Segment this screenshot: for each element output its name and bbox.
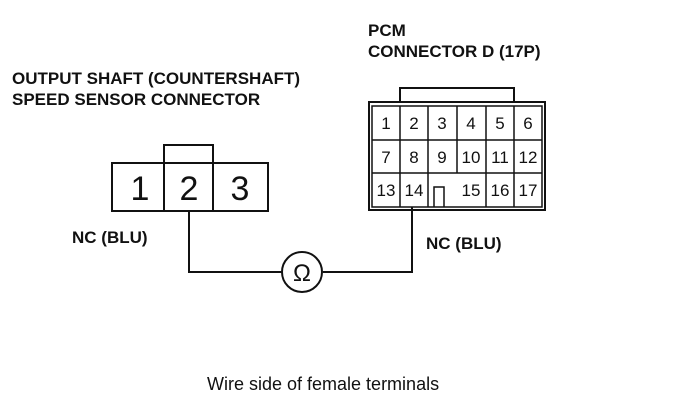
sensor-connector-lock-tab	[163, 144, 214, 164]
sensor-wire-label: NC (BLU)	[72, 228, 148, 247]
pcm-connector-body	[368, 101, 546, 211]
pcm-pin-2: 2	[409, 114, 418, 133]
pcm-pin-11: 11	[491, 148, 509, 167]
test-lead-wires	[188, 207, 413, 293]
pcm-pin-13: 13	[377, 181, 396, 200]
pcm-pin-9: 9	[437, 148, 446, 167]
sensor-pin-3: 3	[231, 170, 250, 208]
pcm-pin-17: 17	[519, 181, 538, 200]
pcm-pin-5: 5	[495, 114, 504, 133]
ohmmeter-symbol: Ω	[293, 260, 311, 287]
pcm-wire-label: NC (BLU)	[426, 234, 502, 253]
pcm-pin-1: 1	[381, 114, 390, 133]
pcm-pin-6: 6	[523, 114, 532, 133]
pcm-connector-lock-tab	[399, 87, 515, 103]
pcm-pin-15: 15	[462, 181, 481, 200]
ohmmeter-icon	[281, 251, 323, 293]
pcm-side-lead	[323, 207, 413, 273]
sensor-title-line2: SPEED SENSOR CONNECTOR	[12, 90, 260, 109]
pcm-pin-3: 3	[437, 114, 446, 133]
pcm-pin-7: 7	[381, 148, 390, 167]
sensor-pin-1: 1	[131, 170, 150, 208]
sensor-pin-2: 2	[180, 170, 199, 208]
pcm-title-line1: PCM	[368, 21, 406, 40]
pcm-pin-12: 12	[519, 148, 538, 167]
pcm-pin-10: 10	[462, 148, 481, 167]
pcm-pin-4: 4	[466, 114, 475, 133]
pcm-pin-16: 16	[491, 181, 510, 200]
caption: Wire side of female terminals	[207, 374, 439, 394]
pcm-title-line2: CONNECTOR D (17P)	[368, 42, 541, 61]
sensor-title-line1: OUTPUT SHAFT (COUNTERSHAFT)	[12, 69, 300, 88]
pcm-pin-14: 14	[405, 181, 424, 200]
pcm-connector	[368, 87, 546, 211]
pcm-pin-8: 8	[409, 148, 418, 167]
pcm-empty-cavity-key	[433, 186, 445, 207]
sensor-side-lead	[188, 211, 282, 273]
